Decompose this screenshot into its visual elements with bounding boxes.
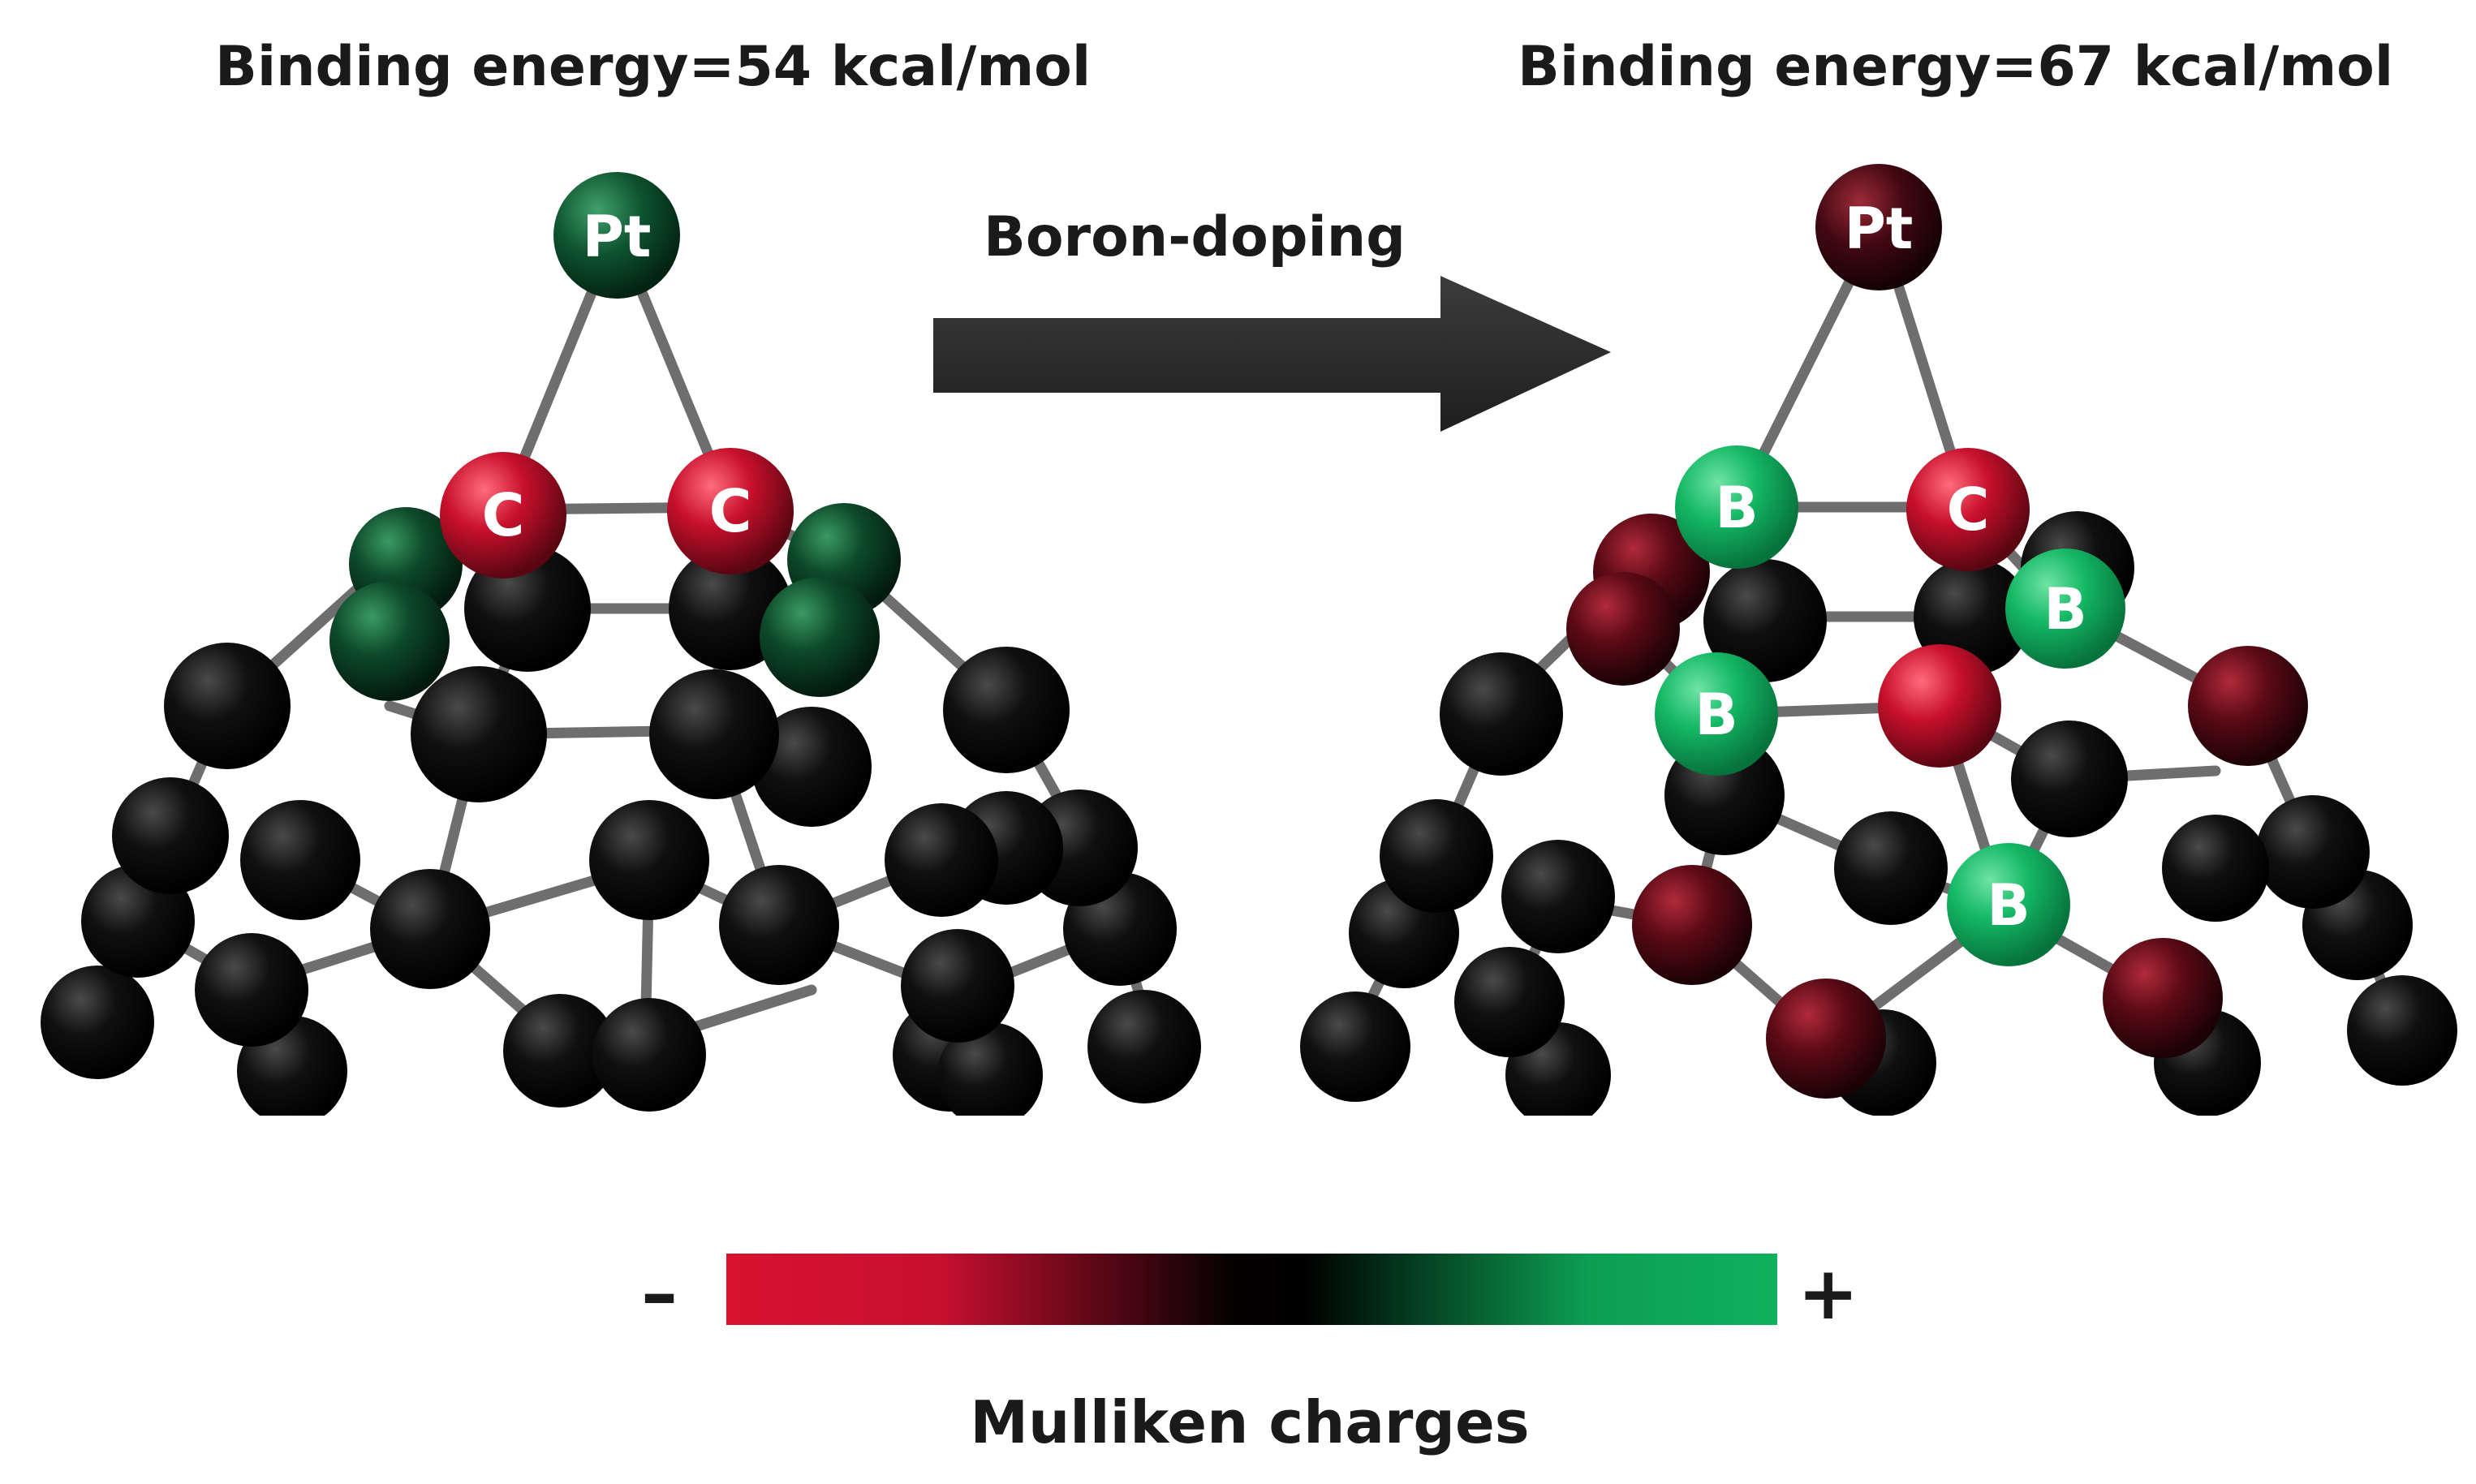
legend-title: Mulliken charges (970, 1388, 1529, 1456)
pt-atom (553, 172, 680, 299)
red-atom (1878, 644, 2001, 768)
carbon-atom (2162, 815, 2269, 922)
c-label: C (482, 481, 525, 549)
b-label: B (1715, 475, 1758, 541)
carbon-atom (164, 643, 291, 769)
b-label: B (1694, 682, 1738, 748)
carbon-c-atom-2 (667, 448, 794, 574)
boron-atom-4 (1947, 843, 2070, 966)
carbon-atom (901, 929, 1014, 1043)
maroon-atom (2188, 646, 2308, 766)
carbon-atom (1501, 840, 1615, 953)
carbon-atom (503, 994, 617, 1108)
maroon-atom (2103, 938, 2223, 1058)
carbon-atom (2347, 975, 2457, 1086)
carbon-atom (2011, 720, 2128, 837)
carbon-atom (885, 803, 998, 917)
carbon-c-atom (1906, 448, 2030, 571)
crop-mask (0, 1116, 2476, 1148)
pt-atom (1815, 164, 1942, 290)
carbon-atom (1703, 559, 1827, 682)
left-binding-energy-title: Binding energy=54 kcal/mol (215, 35, 1091, 99)
maroon-atom (1632, 865, 1752, 985)
carbon-atom (1300, 991, 1410, 1102)
pt-label: Pt (583, 204, 652, 270)
carbon-atom (1454, 947, 1565, 1057)
maroon-atom (1566, 572, 1680, 686)
pt-label: Pt (1845, 196, 1914, 262)
boron-atom-2 (2005, 548, 2125, 669)
carbon-atom (943, 647, 1070, 773)
carbon-atom (370, 869, 490, 989)
carbon-atom (1087, 990, 1201, 1103)
c-label: C (709, 477, 752, 545)
charge-color-bar (726, 1254, 1777, 1325)
carbon-atom (2256, 795, 2370, 909)
arrow-icon (933, 276, 1611, 432)
carbon-atom (112, 777, 229, 894)
right-atoms: C B B B B Pt (1300, 164, 2457, 1128)
left-molecule: C C Pt (41, 172, 1201, 1128)
boron-atom-1 (1675, 445, 1798, 569)
right-molecule: C B B B B Pt (1300, 164, 2457, 1128)
right-binding-energy-title: Binding energy=67 kcal/mol (1518, 35, 2393, 99)
carbon-atom (937, 1022, 1043, 1128)
carbon-c-atom-1 (440, 452, 566, 579)
left-atoms: C C Pt (41, 172, 1201, 1128)
dark-green-atom (329, 581, 450, 701)
boron-doping-arrow: Boron-doping (933, 205, 1611, 432)
carbon-atom (589, 800, 709, 920)
arrow-label: Boron-doping (984, 205, 1406, 269)
carbon-atom (41, 966, 154, 1079)
charge-legend: – + Mulliken charges (641, 1251, 1858, 1456)
carbon-atom (719, 865, 839, 985)
carbon-atom (751, 707, 872, 827)
carbon-atom (1380, 799, 1493, 913)
carbon-atom (1834, 811, 1948, 925)
legend-plus-label: + (1798, 1251, 1858, 1336)
carbon-atom (1440, 652, 1563, 776)
legend-minus-label: – (641, 1251, 678, 1336)
boron-atom-3 (1655, 652, 1778, 776)
carbon-atom (240, 800, 360, 920)
carbon-atom (649, 669, 779, 799)
b-label: B (2043, 576, 2086, 643)
maroon-atom (1766, 979, 1886, 1099)
carbon-atom (195, 933, 308, 1047)
carbon-atom (411, 666, 547, 802)
c-label: C (1947, 475, 1990, 544)
b-label: B (1987, 872, 2030, 939)
carbon-atom (592, 998, 706, 1112)
dark-green-atom (760, 577, 880, 697)
